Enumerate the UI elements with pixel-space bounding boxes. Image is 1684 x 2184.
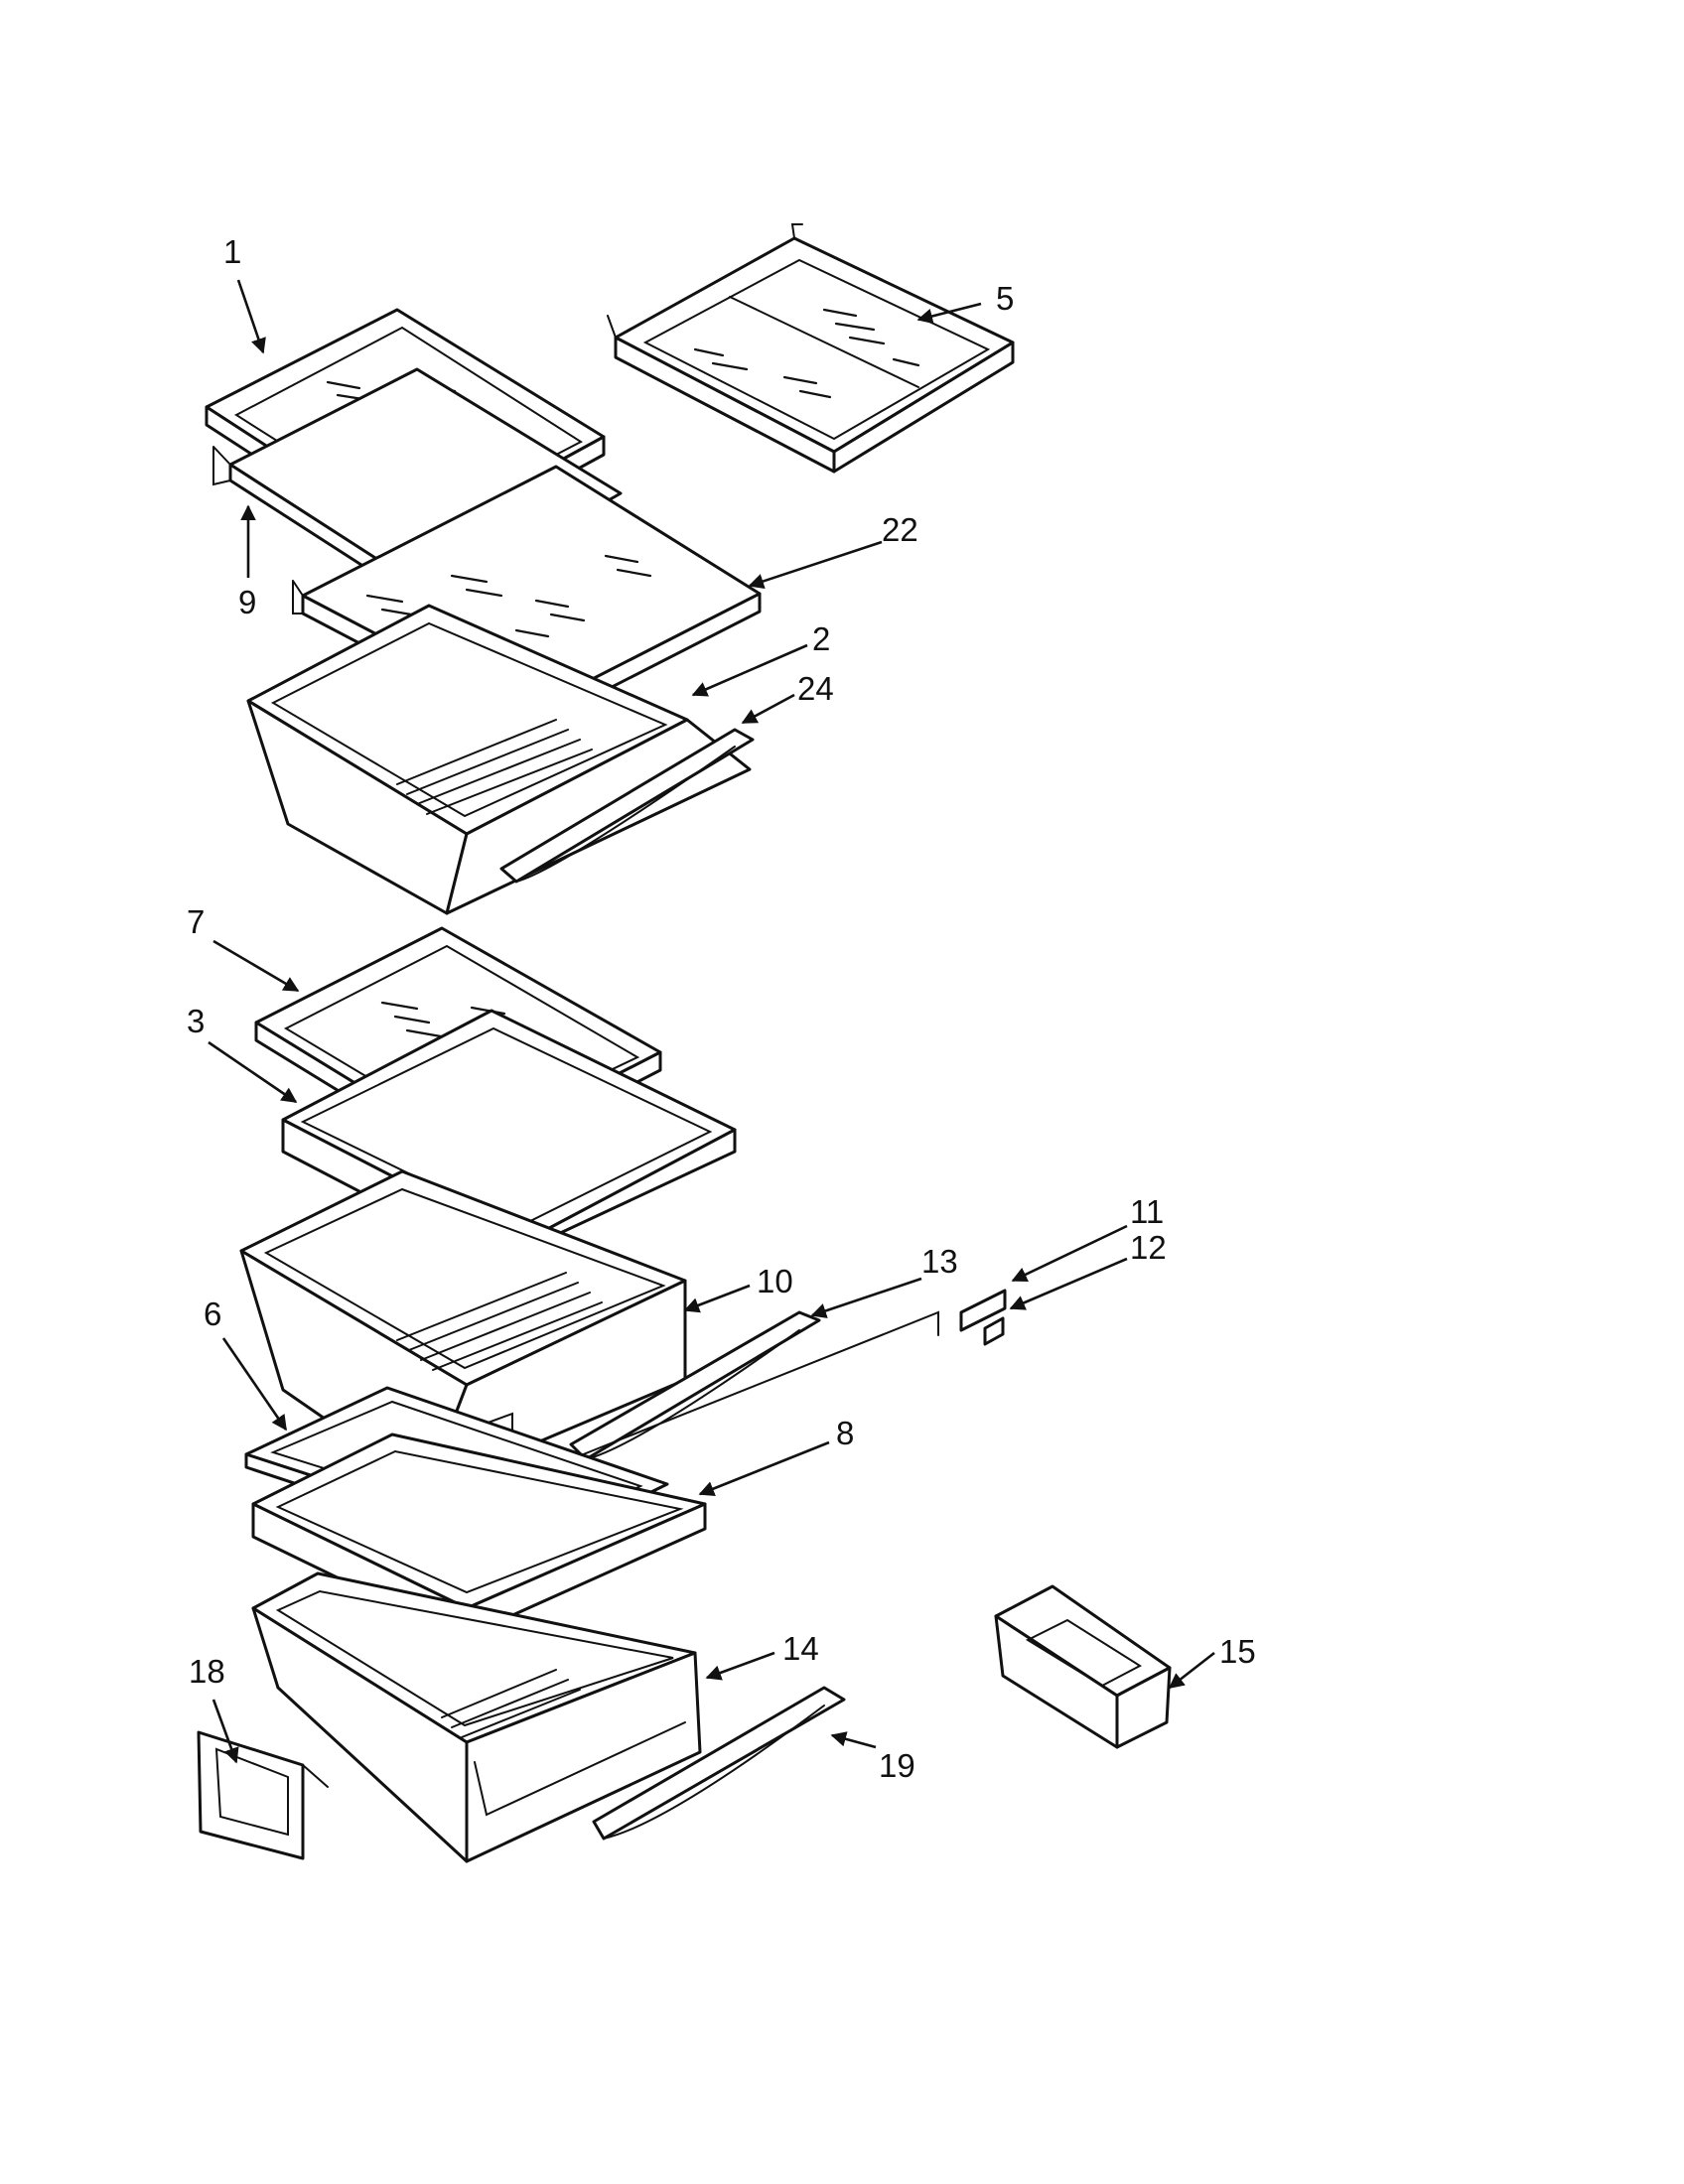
callout-18: 18 xyxy=(189,1653,225,1690)
callout-19: 19 xyxy=(879,1747,915,1784)
callout-15: 15 xyxy=(1219,1633,1256,1670)
callout-3: 3 xyxy=(187,1003,205,1039)
part-14-crisper-drawer xyxy=(251,1571,702,1863)
callout-7: 7 xyxy=(187,903,205,940)
part-24-drawer-trim xyxy=(499,728,755,884)
callout-12: 12 xyxy=(1130,1229,1167,1266)
callout-10: 10 xyxy=(757,1263,793,1299)
part-5-divided-shelf xyxy=(607,223,1015,474)
callout-9: 9 xyxy=(238,584,256,620)
callout-2: 2 xyxy=(812,620,830,657)
callout-14: 14 xyxy=(782,1630,819,1667)
callout-1: 1 xyxy=(223,233,241,270)
part-19-drawer-trim xyxy=(592,1686,846,1841)
callout-5: 5 xyxy=(996,280,1014,317)
callout-11: 11 xyxy=(1130,1193,1164,1230)
callout-6: 6 xyxy=(204,1296,221,1332)
part-18-label-plate xyxy=(197,1730,329,1860)
callout-8: 8 xyxy=(836,1415,854,1451)
leader-lines xyxy=(208,279,1215,1764)
callout-13: 13 xyxy=(921,1243,958,1280)
part-15-storage-bin xyxy=(994,1584,1172,1749)
callout-24: 24 xyxy=(797,670,834,707)
callout-22: 22 xyxy=(882,511,918,548)
